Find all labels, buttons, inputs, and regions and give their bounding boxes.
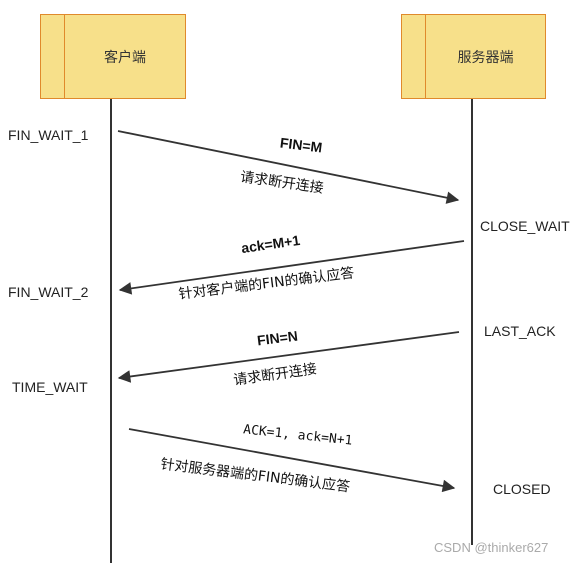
state-time-wait: TIME_WAIT	[12, 379, 88, 395]
client-actor-box: 客户端	[40, 14, 186, 99]
arrow-ack-m1	[118, 240, 465, 295]
server-actor-label: 服务器端	[457, 49, 514, 66]
client-actor-label: 客户端	[104, 49, 146, 66]
state-fin-wait-1: FIN_WAIT_1	[8, 127, 89, 143]
server-actor-box: 服务器端	[401, 14, 546, 99]
client-actor-stripe	[64, 15, 65, 98]
state-fin-wait-2: FIN_WAIT_2	[8, 284, 89, 300]
client-lifeline	[110, 99, 112, 563]
arrow-ack-n1	[128, 428, 456, 493]
server-lifeline	[471, 99, 473, 545]
server-actor-stripe	[425, 15, 426, 98]
state-close-wait: CLOSE_WAIT	[480, 218, 570, 234]
watermark: CSDN @thinker627	[434, 540, 549, 555]
arrow-fin-n	[117, 331, 460, 383]
state-last-ack: LAST_ACK	[484, 323, 556, 339]
arrow-fin-m	[117, 130, 460, 204]
state-closed: CLOSED	[493, 481, 551, 497]
